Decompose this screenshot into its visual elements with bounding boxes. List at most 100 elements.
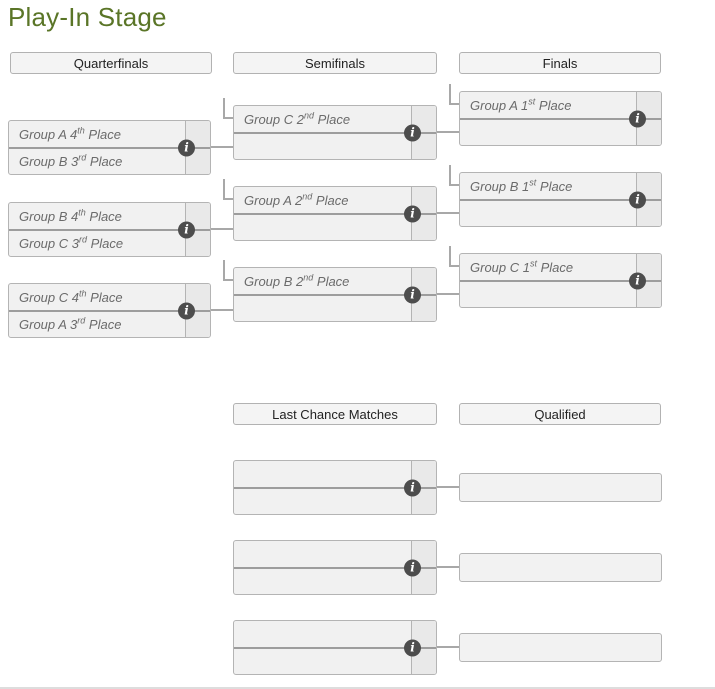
row-divider bbox=[460, 199, 661, 201]
connector-elbow bbox=[449, 84, 459, 105]
match-info-icon[interactable]: i bbox=[404, 479, 421, 496]
team-slot bbox=[460, 554, 636, 580]
match-info-icon[interactable]: i bbox=[404, 286, 421, 303]
match-info-icon[interactable]: i bbox=[404, 639, 421, 656]
team-slot bbox=[234, 488, 411, 514]
row-divider bbox=[460, 280, 661, 282]
team-label: Group C 2nd Place bbox=[244, 110, 351, 127]
row-divider bbox=[460, 118, 661, 120]
team-slot bbox=[460, 200, 636, 226]
match-info-icon[interactable]: i bbox=[404, 205, 421, 222]
match-final-1: Group A 1st Place i bbox=[459, 91, 662, 146]
row-divider bbox=[234, 567, 436, 569]
team-label: Group C 4th Place bbox=[19, 288, 123, 305]
row-divider bbox=[234, 487, 436, 489]
connector-line bbox=[436, 646, 459, 648]
match-info-icon[interactable]: i bbox=[178, 302, 195, 319]
match-final-3: Group C 1st Place i bbox=[459, 253, 662, 308]
page-title: Play-In Stage bbox=[8, 2, 167, 32]
match-info-icon[interactable]: i bbox=[178, 139, 195, 156]
row-divider bbox=[234, 132, 436, 134]
connector-line bbox=[436, 293, 459, 295]
row-divider bbox=[9, 310, 210, 312]
connector-line bbox=[436, 486, 459, 488]
team-label: Group A 3rd Place bbox=[19, 315, 122, 332]
team-slot bbox=[234, 214, 411, 240]
team-slot: Group C 2nd Place bbox=[234, 106, 411, 132]
connector-elbow bbox=[223, 260, 233, 281]
match-last-chance-1: i bbox=[233, 460, 437, 515]
row-divider bbox=[9, 147, 210, 149]
team-slot: Group B 4th Place bbox=[9, 203, 185, 229]
team-label: Group A 2nd Place bbox=[244, 191, 349, 208]
match-info-icon[interactable]: i bbox=[629, 110, 646, 127]
team-label: Group B 4th Place bbox=[19, 207, 122, 224]
team-slot bbox=[460, 281, 636, 307]
match-quarterfinal-3: Group C 4th Place Group A 3rd Place i bbox=[8, 283, 211, 338]
team-slot bbox=[234, 461, 411, 487]
page-bottom-divider bbox=[0, 687, 715, 689]
team-slot: Group B 3rd Place bbox=[9, 148, 185, 174]
row-divider bbox=[9, 229, 210, 231]
team-slot bbox=[460, 634, 636, 660]
team-slot: Group B 2nd Place bbox=[234, 268, 411, 294]
team-label: Group C 1st Place bbox=[470, 258, 574, 275]
match-info-icon[interactable]: i bbox=[404, 124, 421, 141]
team-label: Group C 3rd Place bbox=[19, 234, 124, 251]
team-label: Group B 3rd Place bbox=[19, 152, 123, 169]
connector-line bbox=[210, 309, 233, 311]
team-slot bbox=[460, 119, 636, 145]
column-header-quarterfinals: Quarterfinals bbox=[10, 52, 212, 74]
match-info-icon[interactable]: i bbox=[178, 221, 195, 238]
match-last-chance-3: i bbox=[233, 620, 437, 675]
team-slot: Group A 4th Place bbox=[9, 121, 185, 147]
connector-line bbox=[436, 212, 459, 214]
column-header-qualified: Qualified bbox=[459, 403, 661, 425]
connector-elbow bbox=[449, 165, 459, 186]
match-info-icon[interactable]: i bbox=[404, 559, 421, 576]
team-slot bbox=[234, 621, 411, 647]
match-semifinal-1: Group C 2nd Place i bbox=[233, 105, 437, 160]
team-label: Group B 1st Place bbox=[470, 177, 573, 194]
match-semifinal-3: Group B 2nd Place i bbox=[233, 267, 437, 322]
team-slot bbox=[460, 474, 636, 500]
team-slot: Group C 3rd Place bbox=[9, 230, 185, 256]
team-slot: Group A 2nd Place bbox=[234, 187, 411, 213]
match-quarterfinal-1: Group A 4th Place Group B 3rd Place i bbox=[8, 120, 211, 175]
connector-line bbox=[210, 228, 233, 230]
qualified-slot-2 bbox=[459, 553, 662, 582]
team-label: Group A 1st Place bbox=[470, 96, 572, 113]
match-final-2: Group B 1st Place i bbox=[459, 172, 662, 227]
connector-line bbox=[436, 566, 459, 568]
connector-elbow bbox=[449, 246, 459, 267]
qualified-slot-1 bbox=[459, 473, 662, 502]
column-header-finals: Finals bbox=[459, 52, 661, 74]
match-info-icon[interactable]: i bbox=[629, 191, 646, 208]
team-label: Group B 2nd Place bbox=[244, 272, 350, 289]
team-slot: Group C 4th Place bbox=[9, 284, 185, 310]
match-quarterfinal-2: Group B 4th Place Group C 3rd Place i bbox=[8, 202, 211, 257]
row-divider bbox=[234, 647, 436, 649]
connector-line bbox=[210, 146, 233, 148]
column-header-semifinals: Semifinals bbox=[233, 52, 437, 74]
team-slot: Group B 1st Place bbox=[460, 173, 636, 199]
team-label: Group A 4th Place bbox=[19, 125, 121, 142]
connector-elbow bbox=[223, 179, 233, 200]
row-divider bbox=[234, 294, 436, 296]
connector-elbow bbox=[223, 98, 233, 119]
match-last-chance-2: i bbox=[233, 540, 437, 595]
row-divider bbox=[234, 213, 436, 215]
team-slot bbox=[234, 568, 411, 594]
team-slot: Group A 3rd Place bbox=[9, 311, 185, 337]
connector-line bbox=[436, 131, 459, 133]
team-slot: Group C 1st Place bbox=[460, 254, 636, 280]
team-slot bbox=[234, 295, 411, 321]
column-header-last-chance: Last Chance Matches bbox=[233, 403, 437, 425]
team-slot: Group A 1st Place bbox=[460, 92, 636, 118]
team-slot bbox=[234, 541, 411, 567]
match-info-icon[interactable]: i bbox=[629, 272, 646, 289]
match-semifinal-2: Group A 2nd Place i bbox=[233, 186, 437, 241]
team-slot bbox=[234, 133, 411, 159]
qualified-slot-3 bbox=[459, 633, 662, 662]
team-slot bbox=[234, 648, 411, 674]
